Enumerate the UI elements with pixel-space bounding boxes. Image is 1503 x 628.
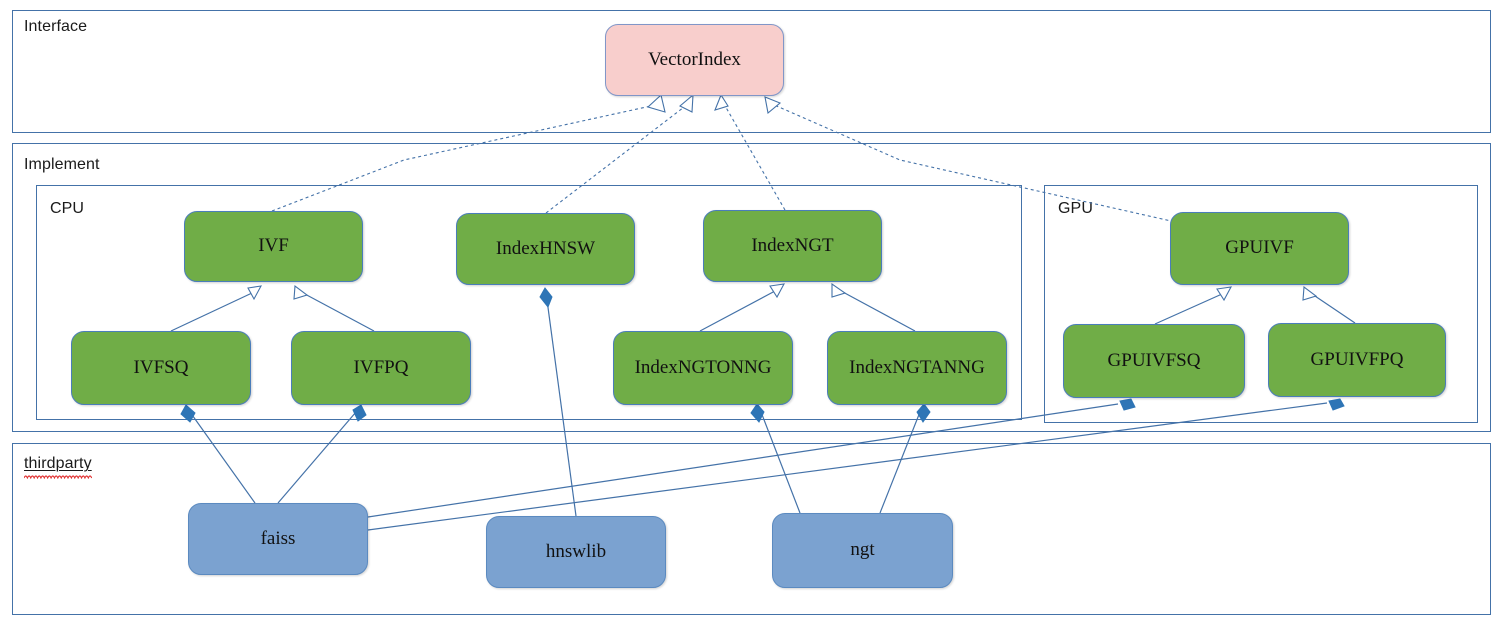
node-vectorindex[interactable]: VectorIndex xyxy=(605,24,784,96)
node-label-ivfsq: IVFSQ xyxy=(133,356,189,378)
node-ivfsq[interactable]: IVFSQ xyxy=(71,331,251,405)
node-label-gpuivf: GPUIVF xyxy=(1225,237,1294,259)
node-ivf[interactable]: IVF xyxy=(184,211,363,282)
node-label-indexngt: IndexNGT xyxy=(751,234,834,256)
node-label-indexhnsw: IndexHNSW xyxy=(495,237,596,259)
spellcheck-squiggle-icon xyxy=(24,475,92,479)
group-label-thirdparty: thirdparty xyxy=(24,455,92,479)
node-label-faiss: faiss xyxy=(260,527,296,549)
node-indexngt[interactable]: IndexNGT xyxy=(703,210,882,282)
node-label-ivf: IVF xyxy=(258,235,289,257)
node-gpuivf[interactable]: GPUIVF xyxy=(1170,212,1349,285)
node-ngt[interactable]: ngt xyxy=(772,513,953,588)
group-label-cpu: CPU xyxy=(50,200,85,217)
node-gpuivfpq[interactable]: GPUIVFPQ xyxy=(1268,323,1446,397)
node-label-indexngtanng: IndexNGTANNG xyxy=(849,356,985,378)
group-label-gpu: GPU xyxy=(1058,200,1093,217)
node-faiss[interactable]: faiss xyxy=(188,503,368,575)
group-label-interface: Interface xyxy=(24,18,88,35)
node-label-ngt: ngt xyxy=(850,539,875,561)
node-label-ivfpq: IVFPQ xyxy=(353,356,409,378)
node-indexhnsw[interactable]: IndexHNSW xyxy=(456,213,635,285)
node-label-gpuivfpq: GPUIVFPQ xyxy=(1310,348,1404,370)
node-indexngtanng[interactable]: IndexNGTANNG xyxy=(827,331,1007,405)
node-gpuivfsq[interactable]: GPUIVFSQ xyxy=(1063,324,1245,398)
node-indexngtonng[interactable]: IndexNGTONNG xyxy=(613,331,793,405)
node-label-indexngtonng: IndexNGTONNG xyxy=(634,356,772,378)
node-label-hnswlib: hnswlib xyxy=(545,540,607,562)
group-label-implement: Implement xyxy=(24,156,100,173)
node-label-gpuivfsq: GPUIVFSQ xyxy=(1107,349,1201,371)
group-label-text-thirdparty: thirdparty xyxy=(24,455,92,472)
node-hnswlib[interactable]: hnswlib xyxy=(486,516,666,588)
node-ivfpq[interactable]: IVFPQ xyxy=(291,331,471,405)
node-label-vectorindex: VectorIndex xyxy=(648,48,741,70)
